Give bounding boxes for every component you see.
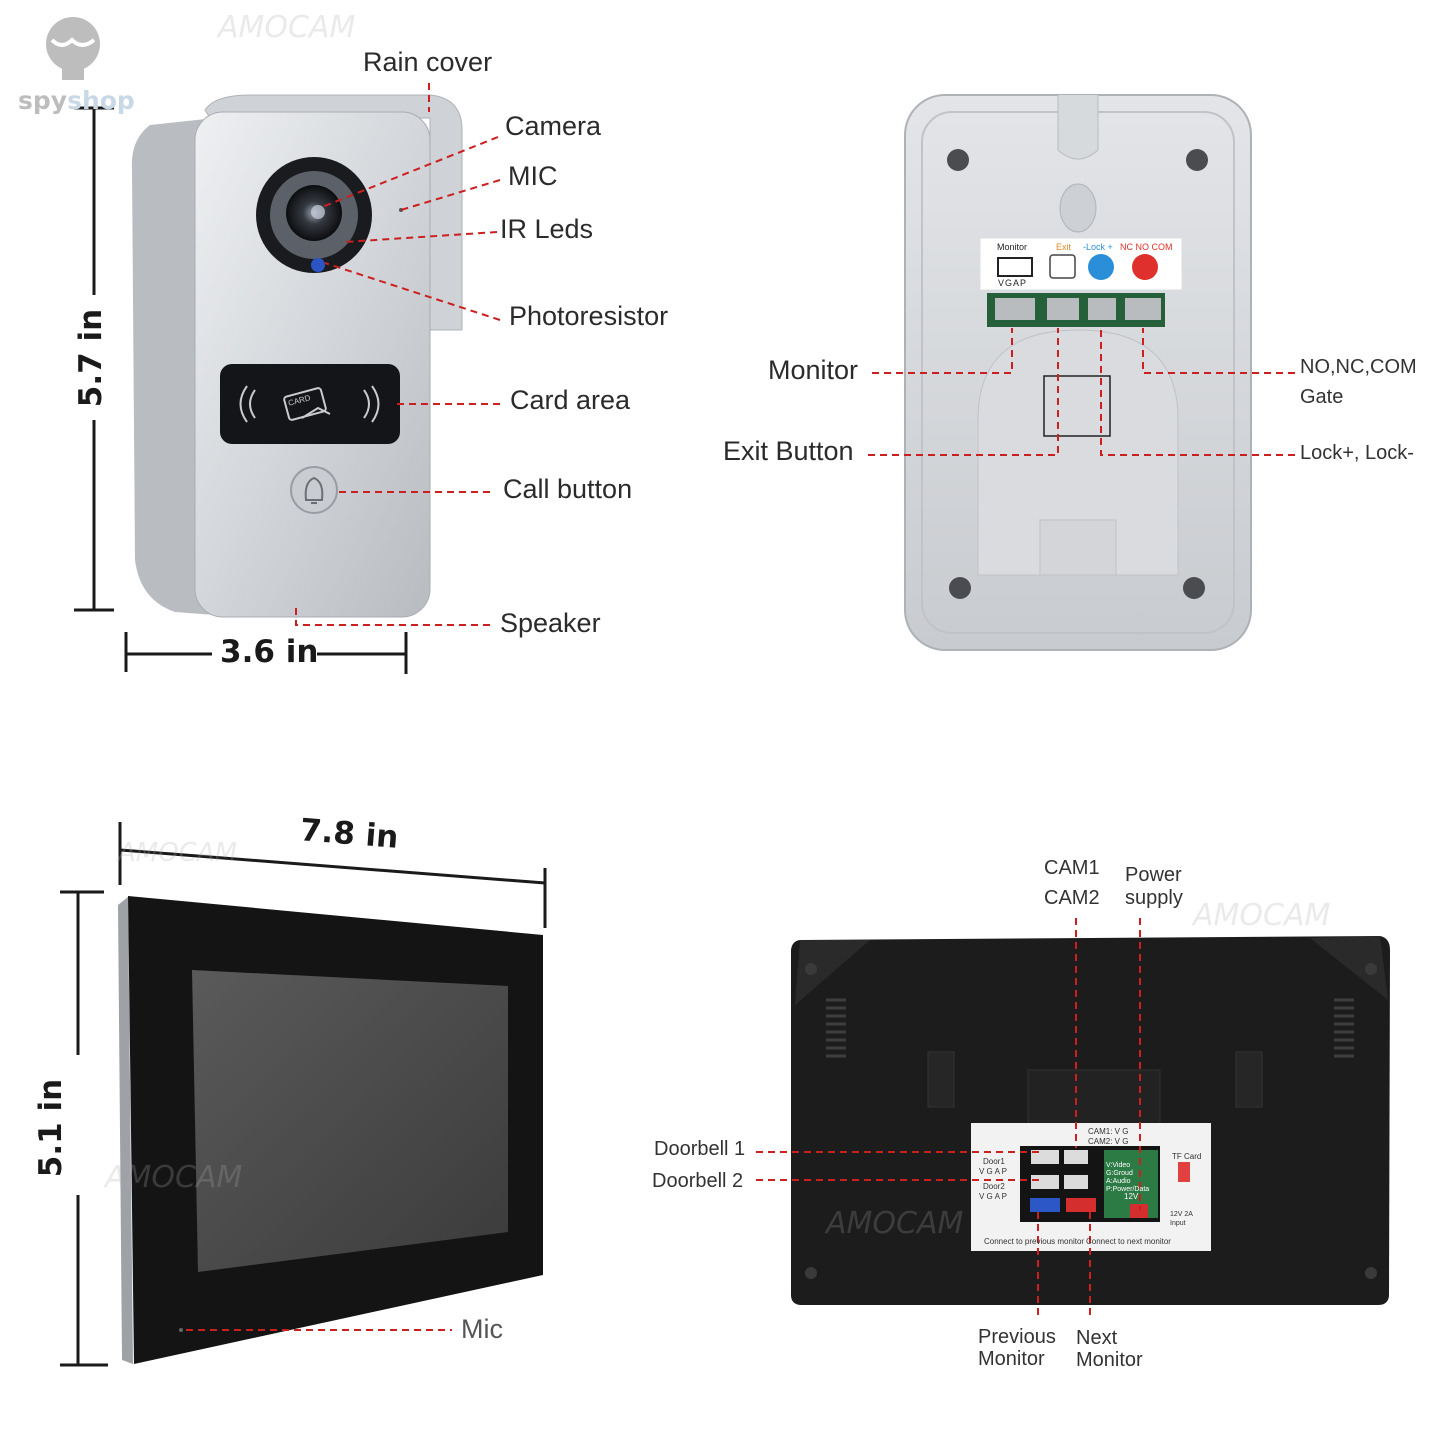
photoresistor-dot <box>311 258 325 272</box>
terminal-label-nc-no-com: NC NO COM <box>1120 242 1173 252</box>
doorbell-width-dimension <box>124 632 408 674</box>
label-previous-monitor-2: Monitor <box>978 1348 1045 1370</box>
monitor-back-unit <box>791 936 1390 1305</box>
bell-icon <box>304 476 324 504</box>
doorbell-front-unit <box>131 94 463 618</box>
sticker-connect-prev: Connect to previous monitor <box>984 1237 1085 1246</box>
label-card-area: Card area <box>510 385 631 415</box>
sticker-pins: V:Video G:Groud A:Audio P:Power/Data <box>1106 1162 1150 1193</box>
label-monitor-mic: Mic <box>461 1314 503 1344</box>
watermark: AMOCAM <box>118 838 238 868</box>
spy-mascot-icon <box>46 17 100 80</box>
card-reader-panel <box>220 364 400 444</box>
monitor-back-callouts <box>756 918 1141 1320</box>
monitor-width-dimension <box>118 822 547 928</box>
sticker-vgap-1: V G A P <box>979 1167 1008 1176</box>
label-lock: Lock+, Lock- <box>1300 442 1414 464</box>
screw-hole <box>1365 963 1377 975</box>
label-rain-cover: Rain cover <box>363 47 493 77</box>
sticker-door1: Door1 <box>983 1157 1005 1166</box>
watermark: AMOCAM <box>218 10 356 45</box>
label-gate: Gate <box>1300 386 1344 408</box>
label-ir-leds: IR Leds <box>500 214 594 244</box>
terminal-label-monitor: Monitor <box>997 242 1028 252</box>
label-previous-monitor-1: Previous <box>978 1326 1056 1348</box>
monitor-front-unit <box>118 896 543 1364</box>
label-photoresistor: Photoresistor <box>509 301 669 331</box>
rfid-card-icon <box>239 385 380 423</box>
monitor-height-dimension <box>60 890 108 1367</box>
recess <box>977 329 1179 576</box>
doorbell-side <box>131 118 215 615</box>
sticker-door2: Door2 <box>983 1182 1005 1191</box>
brand-part1: spy <box>18 86 68 115</box>
screw-hole <box>1183 577 1205 599</box>
label-speaker: Speaker <box>500 608 601 638</box>
monitor-width-label: 7.8 in <box>298 812 400 856</box>
screw-hole <box>805 963 817 975</box>
watermark: AMOCAM <box>826 1206 964 1241</box>
monitor-screen <box>192 970 508 1272</box>
call-button <box>290 466 338 514</box>
lock-key-icon <box>1088 254 1114 280</box>
screw-hole <box>1365 1267 1377 1279</box>
watermark: AMOCAM <box>105 1160 243 1195</box>
doorbell-height-dimension <box>74 106 114 612</box>
monitor-port-icon <box>997 257 1033 277</box>
sticker-input: 12V 2A Input <box>1170 1211 1193 1227</box>
doorbell-height-label: 5.7 in <box>73 308 110 408</box>
label-next-monitor-2: Monitor <box>1076 1349 1143 1371</box>
lens-highlight <box>311 205 325 219</box>
terminal-label-vgap: VGAP <box>998 278 1028 288</box>
monitor-edge <box>118 897 133 1364</box>
exit-key-icon <box>1049 254 1076 279</box>
label-back-monitor: Monitor <box>768 355 859 385</box>
screw-hole <box>949 577 971 599</box>
sticker-vgap-2: V G A P <box>979 1192 1008 1201</box>
label-cam1: CAM1 <box>1044 857 1100 879</box>
vent-grille-right <box>1334 998 1354 1058</box>
terminal-label-lock: -Lock + <box>1083 242 1113 252</box>
sticker-connect-next: Connect to next monitor <box>1086 1237 1171 1246</box>
label-exit-button: Exit Button <box>723 436 854 466</box>
label-no-nc-com: NO,NC,COM <box>1300 356 1417 378</box>
label-cam2: CAM2 <box>1044 887 1100 909</box>
sticker-tf-card: TF Card <box>1172 1152 1202 1161</box>
label-doorbell-2: Doorbell 2 <box>652 1170 744 1192</box>
doorbell-back-unit <box>904 94 1252 651</box>
screw-hole <box>1186 149 1208 171</box>
sticker-volt: 12V <box>1124 1192 1139 1201</box>
watermark: AMOCAM <box>1193 898 1331 933</box>
label-camera: Camera <box>505 111 602 141</box>
screw-hole <box>947 149 969 171</box>
mic-hole <box>179 1328 183 1332</box>
doorbell-width-label: 3.6 in <box>220 634 319 670</box>
doorbell-back-callouts <box>868 328 1295 456</box>
gate-icon <box>1132 254 1158 280</box>
tf-card-slot <box>1178 1162 1190 1182</box>
mounting-slot-top <box>1057 95 1099 160</box>
vent-grille-left <box>826 998 846 1058</box>
label-mic: MIC <box>508 161 558 191</box>
label-power-supply-1: Power <box>1125 864 1182 886</box>
monitor-height-label: 5.1 in <box>33 1078 70 1178</box>
label-power-supply-2: supply <box>1125 887 1183 909</box>
rain-cover <box>204 94 463 331</box>
sticker-cam2: CAM2: V G <box>1088 1137 1129 1146</box>
label-call-button: Call button <box>503 474 633 504</box>
label-doorbell-1: Doorbell 1 <box>654 1138 746 1160</box>
terminal-label-exit: Exit <box>1056 242 1072 252</box>
brand-logo: spyshop <box>18 86 135 115</box>
sticker-cam1: CAM1: V G <box>1088 1127 1129 1136</box>
screw-hole <box>805 1267 817 1279</box>
doorbell-front-callouts <box>295 83 501 626</box>
brand-part2: shop <box>67 86 135 115</box>
label-next-monitor-1: Next <box>1076 1327 1118 1349</box>
